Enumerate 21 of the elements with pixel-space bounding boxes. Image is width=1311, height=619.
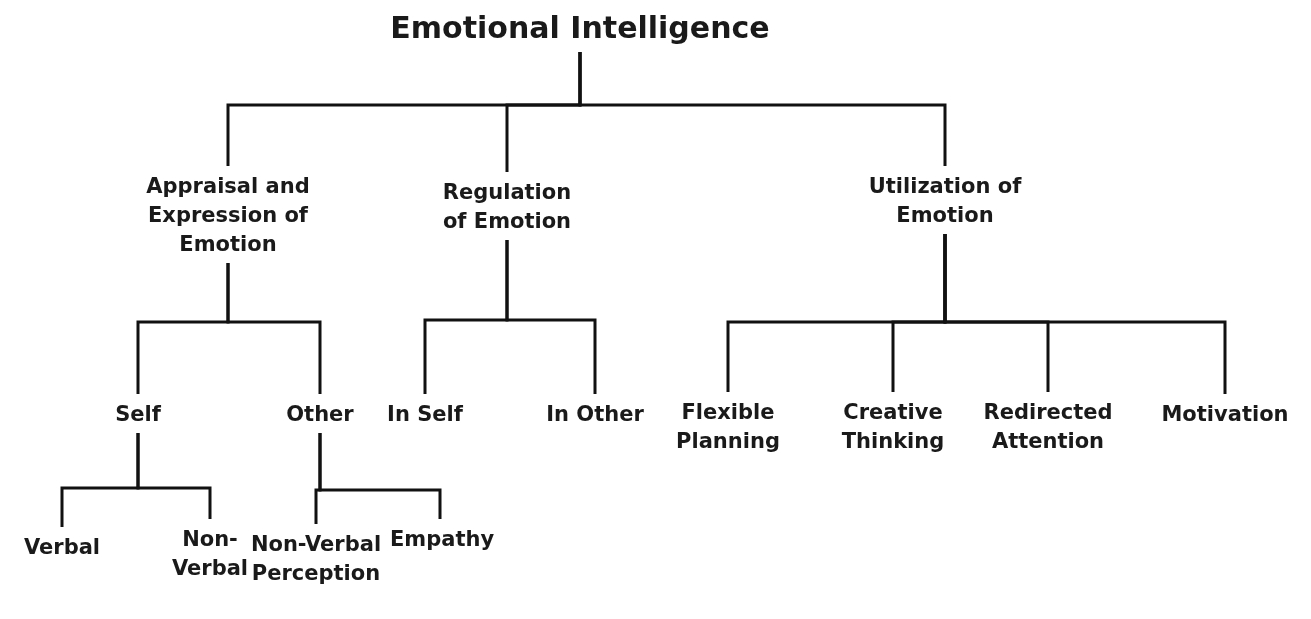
tree-connector: [943, 234, 1227, 394]
tree-connector: [226, 263, 322, 394]
category-label: Non-Verbal Perception: [249, 531, 383, 587]
category-label: Verbal: [22, 534, 102, 561]
category-label: Regulation of Emotion: [441, 179, 573, 235]
category-label: Self: [114, 401, 162, 428]
root-label: Emotional Intelligence: [389, 9, 771, 47]
category-label: Utilization of Emotion: [867, 173, 1023, 229]
tree-connector: [318, 433, 442, 519]
category-label: Appraisal and Expression of Emotion: [145, 173, 311, 258]
category-label: Non-Verbal: [170, 526, 250, 582]
category-label: In Other: [545, 401, 645, 428]
category-label: In Self: [386, 401, 464, 428]
category-label: Redirected Attention: [982, 399, 1114, 455]
category-label: Flexible Planning: [675, 399, 781, 455]
category-label: Creative Thinking: [840, 399, 946, 455]
tree-connector: [505, 240, 597, 394]
category-label: Motivation: [1160, 401, 1290, 428]
tree-connector: [136, 433, 212, 519]
tree-connector: [578, 52, 947, 166]
category-label: Other: [285, 401, 355, 428]
